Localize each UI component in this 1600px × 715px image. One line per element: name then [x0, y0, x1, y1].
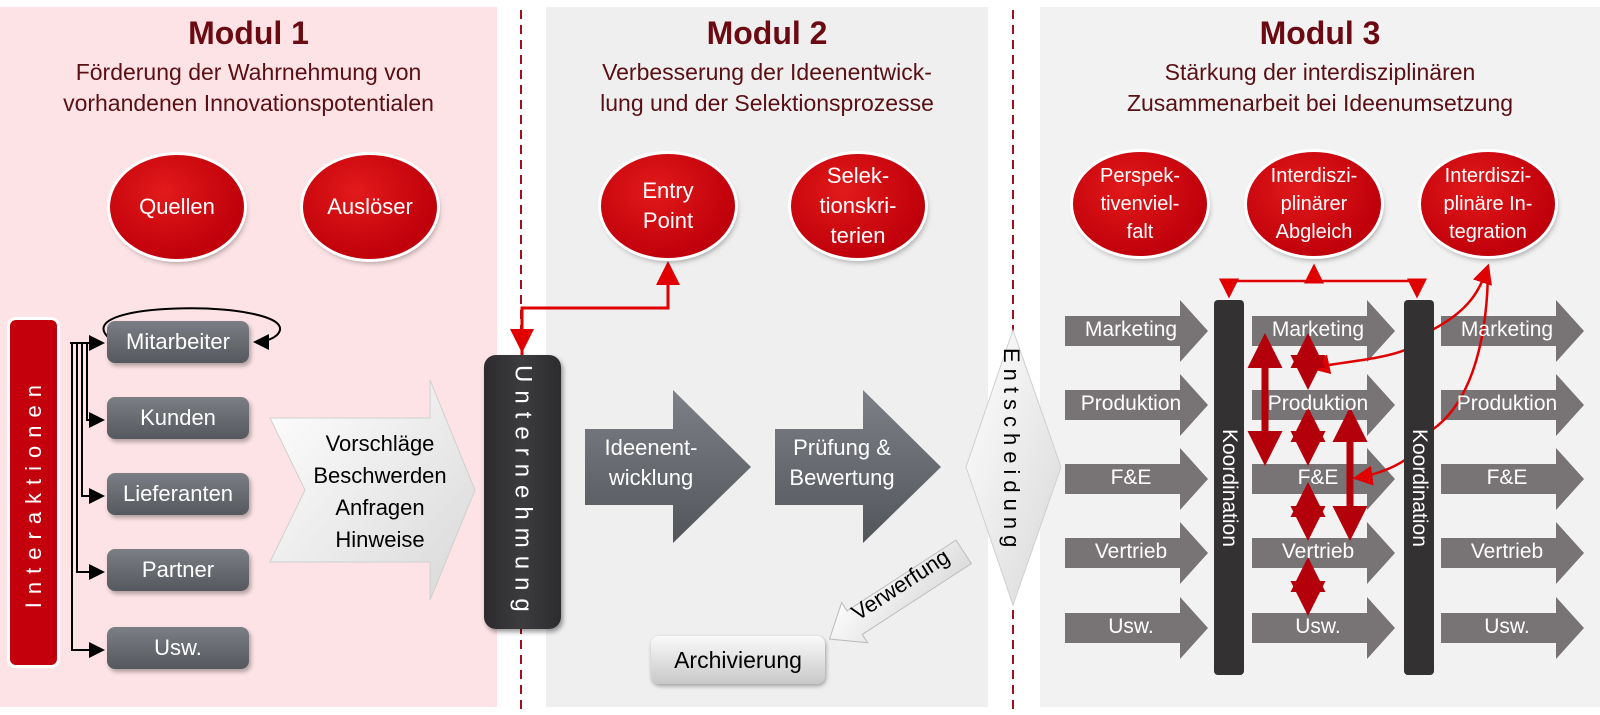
- actor-usw: Usw.: [107, 627, 249, 669]
- actor-partner: Partner: [107, 549, 249, 591]
- archive-box: Archivierung: [651, 636, 825, 684]
- dept-col2-produktion: Produktion: [1267, 392, 1369, 415]
- input-types-text: Vorschläge Beschwerden Anfragen Hinweise: [313, 431, 447, 552]
- dept-col3-marketing: Marketing: [1460, 318, 1554, 341]
- process-step-ideenentwicklung: Ideenent- wicklung: [604, 435, 698, 490]
- koordination-bar-1: Koordination: [1214, 300, 1244, 675]
- oval-ausloeser: Auslöser: [303, 155, 437, 259]
- dept-col3-fue: F&E: [1486, 466, 1528, 489]
- input-chevron-arrow: [269, 379, 476, 601]
- module-3-subtitle: Stärkung der interdisziplinären Zusammen…: [1126, 59, 1514, 116]
- dept-col3-vertrieb: Vertrieb: [1470, 540, 1544, 563]
- dept-col3-produktion: Produktion: [1456, 392, 1558, 415]
- unternehmung-label: Unternehmung: [509, 364, 537, 620]
- dept-col1-produktion: Produktion: [1080, 392, 1182, 415]
- oval-perspektivenvielfalt: Perspek- tivenviel- falt: [1073, 152, 1207, 256]
- dept-arrows-col1: [1065, 300, 1208, 659]
- module-1-subtitle: Förderung der Wahrnehmung von vorhandene…: [63, 59, 434, 116]
- oval-quellen: Quellen: [110, 155, 244, 259]
- integration-connectors: [1309, 263, 1492, 486]
- dept-col2-marketing: Marketing: [1271, 318, 1365, 341]
- abgleich-connectors: [1219, 263, 1427, 299]
- module-2-subtitle: Verbesserung der Ideenentwick- lung und …: [600, 59, 934, 116]
- interaktionen-label: Interaktionen: [20, 376, 46, 609]
- actor-kunden: Kunden: [107, 397, 249, 439]
- process-arrow-pruefung: [775, 390, 941, 543]
- dept-col1-marketing: Marketing: [1084, 318, 1178, 341]
- oval-entry-point: Entry Point: [601, 154, 735, 258]
- dept-col2-usw: Usw.: [1295, 615, 1341, 638]
- dept-col1-vertrieb: Vertrieb: [1094, 540, 1168, 563]
- oval-interdisziplinaere-integration: Interdiszi- plinäre In- tegration: [1421, 152, 1555, 256]
- dept-col2-fue: F&E: [1297, 466, 1339, 489]
- rejection-arrow: [828, 539, 973, 644]
- dept-arrows-col3: [1441, 300, 1584, 659]
- process-step-pruefung: Prüfung & Bewertung: [789, 435, 895, 490]
- process-arrow-ideenentwicklung: [585, 390, 751, 543]
- unternehmung-box: Unternehmung: [484, 355, 561, 629]
- module-2-title: Modul 2: [706, 15, 828, 51]
- dept-col1-usw: Usw.: [1108, 615, 1154, 638]
- actor-lieferanten: Lieferanten: [107, 473, 249, 515]
- oval-interdisziplinaerer-abgleich: Interdiszi- plinärer Abgleich: [1247, 152, 1381, 256]
- dept-arrows-col2: [1252, 300, 1395, 659]
- entry-point-connector: [520, 261, 680, 356]
- module-1-title: Modul 1: [188, 15, 309, 51]
- oval-selektionskriterien: Selek- tionskri- terien: [791, 154, 925, 258]
- koordination-bar-2: Koordination: [1404, 300, 1434, 675]
- dept-exchange-arrows: [1247, 333, 1368, 616]
- decision-diamond: [965, 328, 1062, 607]
- module-3-title: Modul 3: [1259, 15, 1381, 51]
- dept-col3-usw: Usw.: [1484, 615, 1530, 638]
- interaktionen-bar: Interaktionen: [10, 320, 57, 665]
- interaction-connectors: [70, 307, 282, 658]
- actor-mitarbeiter: Mitarbeiter: [107, 321, 249, 363]
- dept-col2-vertrieb: Vertrieb: [1281, 540, 1355, 563]
- dept-col1-fue: F&E: [1110, 466, 1152, 489]
- decision-label: Entscheidung: [999, 348, 1024, 554]
